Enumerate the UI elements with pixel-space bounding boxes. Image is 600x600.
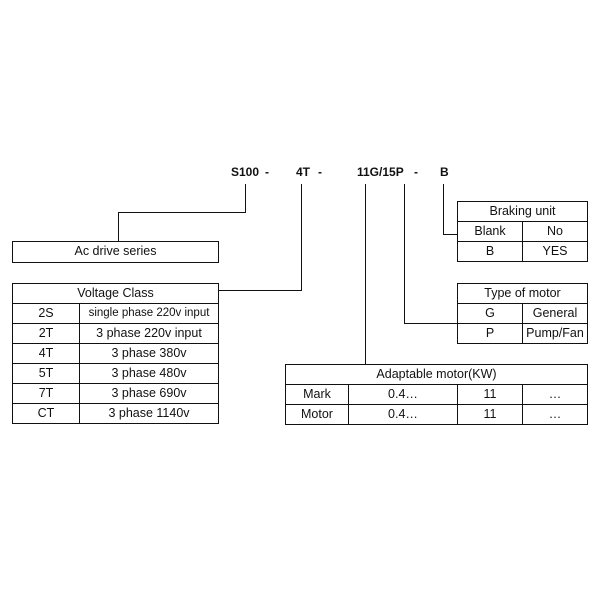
connector-motor-vertical bbox=[404, 184, 405, 324]
braking-unit-title: Braking unit bbox=[457, 201, 588, 222]
adaptable-motor-value: 0.4… bbox=[348, 384, 458, 405]
table-row: 2S single phase 220v input bbox=[12, 303, 219, 324]
adaptable-motor-label: Mark bbox=[285, 384, 349, 405]
table-row: CT 3 phase 1140v bbox=[12, 403, 219, 424]
braking-desc: No bbox=[522, 221, 588, 242]
model-code-series: S100 bbox=[231, 165, 260, 179]
table-row: Blank No bbox=[457, 221, 588, 242]
connector-power-vertical bbox=[365, 184, 366, 364]
model-code-separator: - bbox=[318, 165, 322, 179]
adaptable-motor-label: Motor bbox=[285, 404, 349, 425]
adaptable-motor-value: 0.4… bbox=[348, 404, 458, 425]
connector-series-drop bbox=[118, 212, 119, 241]
voltage-desc: 3 phase 480v bbox=[79, 363, 219, 384]
model-code-separator: - bbox=[414, 165, 418, 179]
table-row: Mark 0.4… 11 … bbox=[285, 384, 588, 405]
connector-voltage-vertical bbox=[301, 184, 302, 291]
table-row: G General bbox=[457, 303, 588, 324]
adaptable-motor-table: Adaptable motor(KW) Mark 0.4… 11 … Motor… bbox=[285, 364, 588, 425]
table-row: 7T 3 phase 690v bbox=[12, 383, 219, 404]
adaptable-motor-value: … bbox=[522, 404, 588, 425]
model-code-separator: - bbox=[265, 165, 269, 179]
voltage-code: CT bbox=[12, 403, 80, 424]
voltage-code: 7T bbox=[12, 383, 80, 404]
voltage-code: 2T bbox=[12, 323, 80, 344]
adaptable-motor-value: 11 bbox=[457, 384, 523, 405]
model-code-power: 11G/15P bbox=[357, 165, 404, 179]
connector-braking-vertical bbox=[443, 184, 444, 235]
table-row: P Pump/Fan bbox=[457, 323, 588, 344]
type-of-motor-table: Type of motor G General P Pump/Fan bbox=[457, 283, 588, 344]
voltage-class-table: Voltage Class 2S single phase 220v input… bbox=[12, 283, 219, 424]
braking-desc: YES bbox=[522, 241, 588, 262]
voltage-code: 2S bbox=[12, 303, 80, 324]
voltage-code: 4T bbox=[12, 343, 80, 364]
table-row: 4T 3 phase 380v bbox=[12, 343, 219, 364]
voltage-desc: 3 phase 690v bbox=[79, 383, 219, 404]
motor-type-desc: Pump/Fan bbox=[522, 323, 588, 344]
motor-type-desc: General bbox=[522, 303, 588, 324]
adaptable-motor-value: 11 bbox=[457, 404, 523, 425]
braking-code: Blank bbox=[457, 221, 523, 242]
table-row: Motor 0.4… 11 … bbox=[285, 404, 588, 425]
voltage-desc: 3 phase 1140v bbox=[79, 403, 219, 424]
type-of-motor-title: Type of motor bbox=[457, 283, 588, 304]
voltage-desc: 3 phase 380v bbox=[79, 343, 219, 364]
voltage-code: 5T bbox=[12, 363, 80, 384]
voltage-class-title: Voltage Class bbox=[12, 283, 219, 304]
braking-code: B bbox=[457, 241, 523, 262]
ac-drive-series-box: Ac drive series bbox=[12, 241, 219, 263]
table-row: 5T 3 phase 480v bbox=[12, 363, 219, 384]
model-code-voltage: 4T bbox=[296, 165, 311, 179]
motor-type-code: G bbox=[457, 303, 523, 324]
connector-voltage-horizontal bbox=[219, 290, 302, 291]
voltage-desc: single phase 220v input bbox=[79, 303, 219, 324]
voltage-desc: 3 phase 220v input bbox=[79, 323, 219, 344]
ac-drive-series-label: Ac drive series bbox=[74, 244, 157, 258]
motor-type-code: P bbox=[457, 323, 523, 344]
adaptable-motor-value: … bbox=[522, 384, 588, 405]
adaptable-motor-title: Adaptable motor(KW) bbox=[285, 364, 588, 385]
table-row: B YES bbox=[457, 241, 588, 262]
connector-motor-horizontal bbox=[404, 323, 457, 324]
connector-braking-horizontal bbox=[443, 234, 457, 235]
model-code-braking: B bbox=[440, 165, 449, 179]
connector-series-vertical bbox=[245, 184, 246, 212]
table-row: 2T 3 phase 220v input bbox=[12, 323, 219, 344]
connector-series-horizontal bbox=[118, 212, 246, 213]
braking-unit-table: Braking unit Blank No B YES bbox=[457, 201, 588, 262]
